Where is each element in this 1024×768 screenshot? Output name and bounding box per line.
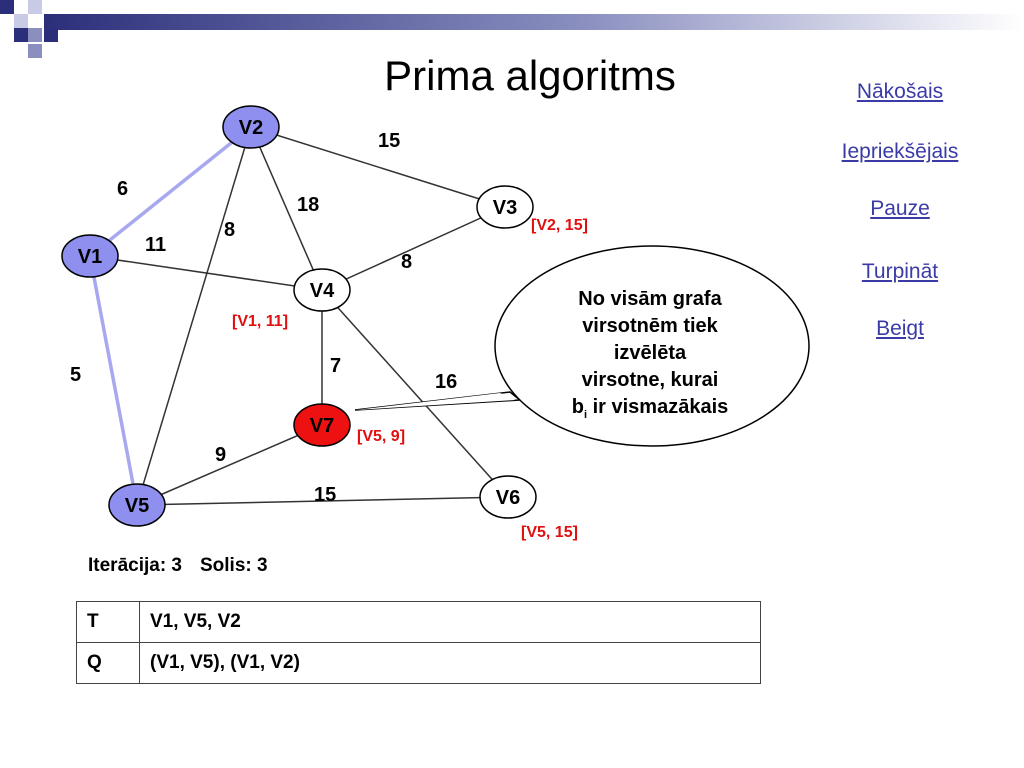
tree-queue-table: T V1, V5, V2 Q (V1, V5), (V1, V2)	[76, 601, 761, 684]
node-v1-label: V1	[78, 246, 102, 268]
corner-square	[14, 28, 28, 42]
table-cell-value: V1, V5, V2	[139, 601, 761, 643]
weight-v4-v6: 16	[435, 371, 457, 393]
iteration-count: Iterācija: 3	[88, 555, 182, 576]
weight-v7-v5: 9	[215, 444, 226, 466]
label-v4: [V1, 11]	[232, 313, 288, 330]
table-row: Q (V1, V5), (V1, V2)	[76, 642, 761, 684]
node-v3-label: V3	[493, 197, 517, 219]
callout-subscript: i	[583, 409, 588, 421]
callout-b: b	[571, 396, 584, 418]
edge-v4-v3	[321, 206, 506, 291]
table-row: T V1, V5, V2	[76, 601, 761, 643]
table-cell-key: Q	[76, 642, 140, 684]
weight-v1-v4: 11	[145, 234, 166, 256]
end-link[interactable]: Beigt	[876, 317, 924, 340]
previous-link[interactable]: Iepriekšējais	[841, 140, 959, 163]
edge-v1-v4	[89, 255, 323, 291]
weight-v4-v7: 7	[330, 355, 341, 377]
node-v3	[476, 185, 534, 229]
node-v6-label: V6	[496, 487, 520, 509]
corner-square	[28, 28, 42, 42]
node-v2-label: V2	[239, 117, 263, 139]
edge-v4-v6	[321, 289, 509, 498]
node-v1	[61, 234, 119, 278]
corner-decoration	[0, 0, 1024, 58]
tree-edge-v1-v5	[88, 255, 139, 506]
callout-line: virsotne, kurai	[581, 369, 719, 391]
header-gradient-bar	[44, 14, 1024, 30]
callout-line: izvēlēta	[613, 342, 687, 364]
corner-square	[28, 44, 42, 58]
weight-v2-v3: 15	[378, 130, 400, 152]
page-title: Prima algoritms	[384, 52, 676, 99]
weight-v1-v2: 6	[117, 178, 128, 200]
iteration-status: Iterācija: 3 Solis: 3	[88, 555, 286, 577]
edge-v5-v6	[136, 496, 509, 506]
continue-link[interactable]: Turpināt	[861, 260, 939, 283]
label-v7: [V5, 9]	[357, 428, 405, 445]
node-v7-label: V7	[310, 415, 334, 437]
tree-edge-v1-v2	[88, 125, 253, 258]
corner-square	[44, 28, 58, 42]
edge-v2-v5	[136, 126, 252, 506]
node-v7-selected	[293, 403, 351, 447]
next-link[interactable]: Nākošais	[856, 80, 944, 103]
table-cell-key: T	[76, 601, 140, 643]
callout-rest: ir vismazākais	[587, 396, 729, 418]
callout-text: No visām grafa virsotnēm tiek izvēlēta v…	[525, 286, 775, 429]
callout-line: virsotnēm tiek	[582, 315, 718, 337]
weight-v2-v4: 18	[297, 194, 319, 216]
weight-v1-v5: 5	[70, 364, 81, 386]
label-v3: [V2, 15]	[531, 217, 588, 234]
edge-v2-v3	[250, 126, 506, 208]
node-v2	[222, 105, 280, 149]
corner-square	[28, 0, 42, 14]
node-v5	[108, 483, 166, 527]
node-v4	[293, 268, 351, 312]
corner-square	[14, 14, 28, 28]
table-cell-value: (V1, V5), (V1, V2)	[139, 642, 761, 684]
weight-v4-v3: 8	[401, 251, 412, 273]
weight-v2-v5: 8	[224, 219, 235, 241]
callout-line: bi ir vismazākais	[525, 394, 775, 429]
corner-square	[0, 0, 14, 14]
corner-square	[28, 14, 42, 28]
pause-link[interactable]: Pauze	[870, 197, 930, 220]
edge-v2-v4	[250, 126, 323, 291]
weight-v5-v6: 15	[314, 484, 336, 506]
node-v6	[479, 475, 537, 519]
node-v5-label: V5	[125, 495, 149, 517]
callout-bubble	[494, 245, 810, 447]
callout-line: No visām grafa	[578, 288, 722, 310]
callout-pointer-fill	[355, 393, 515, 410]
node-v4-label: V4	[310, 280, 335, 302]
edge-v7-v5	[136, 424, 323, 506]
step-count: Solis: 3	[200, 555, 268, 576]
label-v6: [V5, 15]	[521, 524, 578, 541]
